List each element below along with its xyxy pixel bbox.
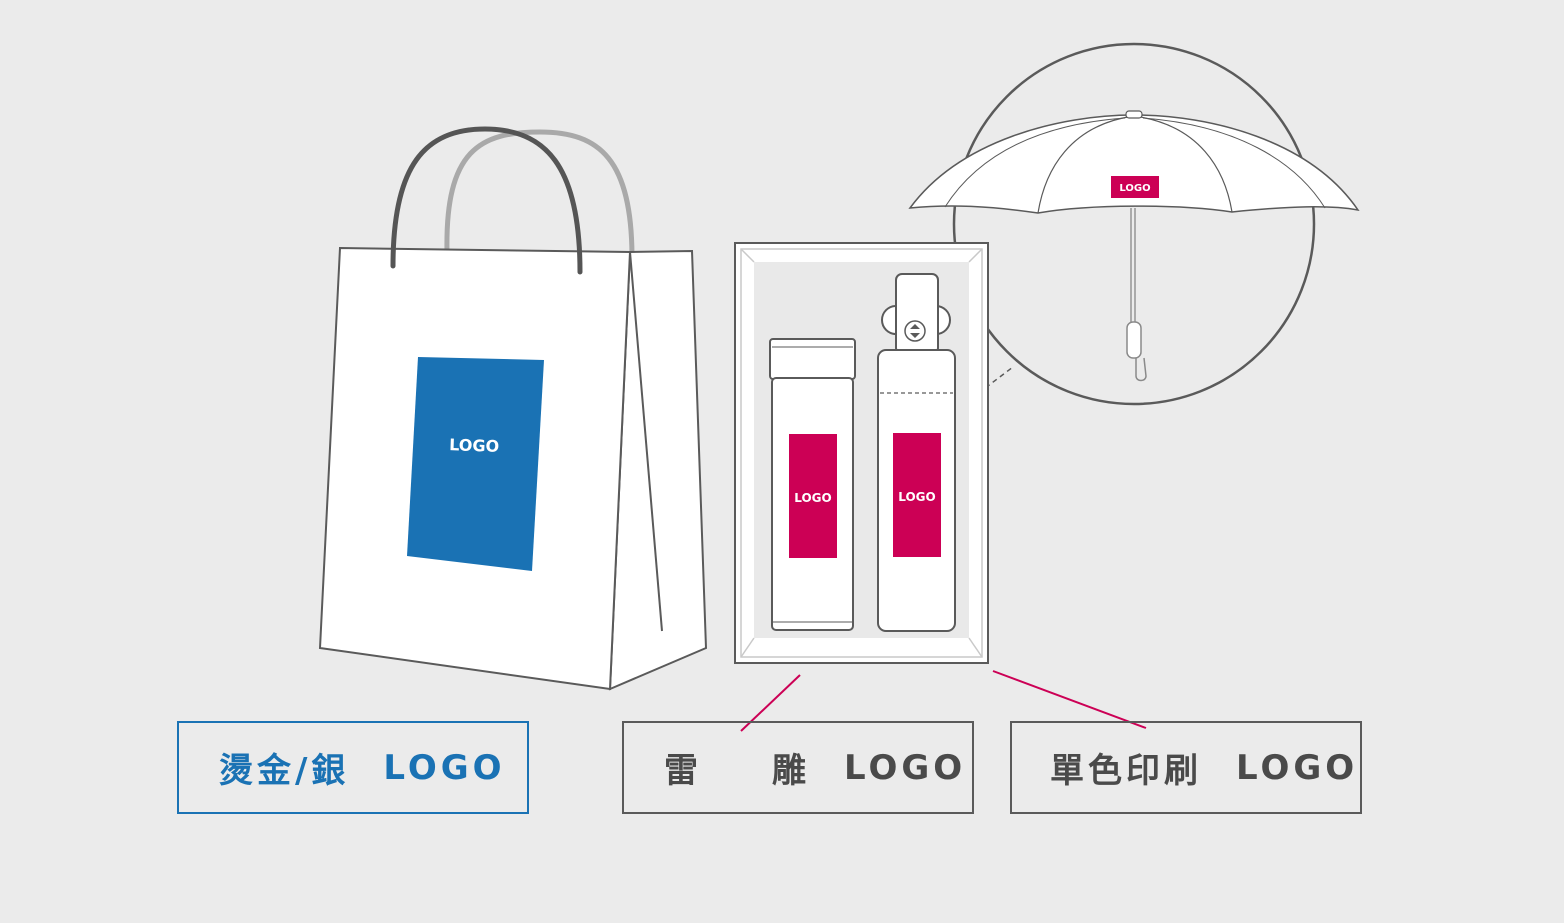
bag-side-fold (629, 251, 663, 632)
foil-method-text: 燙金/銀 (219, 751, 350, 791)
bag-front-handle (390, 126, 583, 275)
gift-box-frame (740, 248, 983, 658)
umbrella-rib (944, 117, 1126, 208)
bottle-cap (769, 338, 856, 380)
print-leader-line (992, 670, 1147, 729)
folded-umbrella: LOGO (877, 273, 956, 632)
open-button-arrows-icon (910, 324, 920, 338)
thermos-bottle: LOGO (769, 338, 856, 631)
gift-box-bevel (968, 637, 983, 658)
laser-engraving-label: 雷 雕 LOGO (622, 721, 974, 814)
folded-umbrella-handle (895, 273, 939, 355)
umbrella-detail: LOGO (908, 42, 1360, 406)
gift-box-bevel (968, 248, 983, 263)
umbrella-tip (1125, 110, 1143, 119)
umbrella-rib (1133, 115, 1233, 213)
engrave-char-1: 雷 (664, 751, 702, 791)
umbrella-rib (1142, 117, 1326, 209)
open-button-icon (904, 320, 926, 342)
sleeve-logo-area (893, 433, 941, 557)
bag-logo-area (407, 357, 544, 571)
umbrella-logo-area (1111, 176, 1159, 198)
engrave-logo-text: LOGO (844, 747, 967, 788)
gift-box: LOGO LOGO (734, 242, 989, 664)
print-logo-text: LOGO (1236, 747, 1359, 788)
foil-logo-text: LOGO (383, 747, 506, 788)
bag-back-handle (444, 129, 635, 259)
foil-stamping-label: 燙金/銀 LOGO (177, 721, 529, 814)
gift-box-bevel (740, 637, 755, 658)
engrave-char-2: 雕 (772, 751, 810, 791)
umbrella-rib (1037, 115, 1135, 214)
gift-box-bevel (740, 248, 755, 263)
umbrella-handle (1126, 321, 1142, 359)
shopping-bag: LOGO (318, 126, 708, 691)
single-color-print-label: 單色印刷 LOGO (1010, 721, 1362, 814)
bag-logo-text: LOGO (449, 435, 500, 456)
umbrella-logo-text: LOGO (1119, 183, 1150, 194)
print-method-text: 單色印刷 (1050, 751, 1202, 791)
umbrella-canopy (908, 114, 1360, 214)
bottle-logo-area (789, 434, 837, 558)
bottle-logo-text: LOGO (794, 491, 831, 505)
umbrella-strap (1135, 357, 1147, 382)
sleeve-logo-text: LOGO (898, 490, 935, 504)
